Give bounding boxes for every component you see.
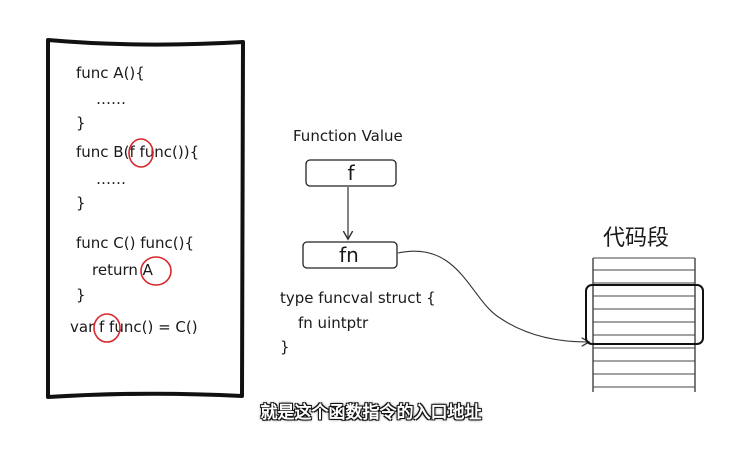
code-line: func A(){ — [76, 64, 145, 82]
code-line: …… — [96, 90, 126, 108]
arrow-fn-to-code-segment — [397, 250, 588, 342]
f-box — [305, 159, 397, 187]
struct-line: } — [280, 338, 290, 356]
code-panel-border — [46, 38, 245, 399]
code-segment-stack — [592, 257, 696, 392]
code-line: …… — [96, 170, 126, 188]
code-line: func C() func(){ — [76, 234, 194, 252]
highlight-circle — [128, 138, 154, 168]
f-box-label: f — [347, 161, 355, 185]
video-subtitle: 就是这个函数指令的入口地址 — [260, 403, 482, 423]
highlight-circle — [93, 313, 121, 343]
code-line: } — [76, 286, 86, 304]
struct-line: type funcval struct { — [280, 289, 436, 307]
fn-box — [302, 241, 398, 269]
code-line: var f func() = C() — [70, 318, 198, 336]
code-line: } — [76, 114, 86, 132]
struct-line: fn uintptr — [298, 314, 369, 332]
code-line: } — [76, 194, 86, 212]
code-line: func B(f func()){ — [76, 143, 199, 161]
code-panel: func A(){ …… } func B(f func()){ …… } fu… — [70, 64, 199, 336]
highlight-circle — [140, 256, 172, 286]
code-segment-title: 代码段 — [603, 226, 669, 251]
code-segment-highlight — [585, 284, 704, 345]
fn-box-label: fn — [339, 243, 359, 267]
code-line: return A — [92, 261, 154, 279]
function-value-label: Function Value — [293, 127, 403, 145]
